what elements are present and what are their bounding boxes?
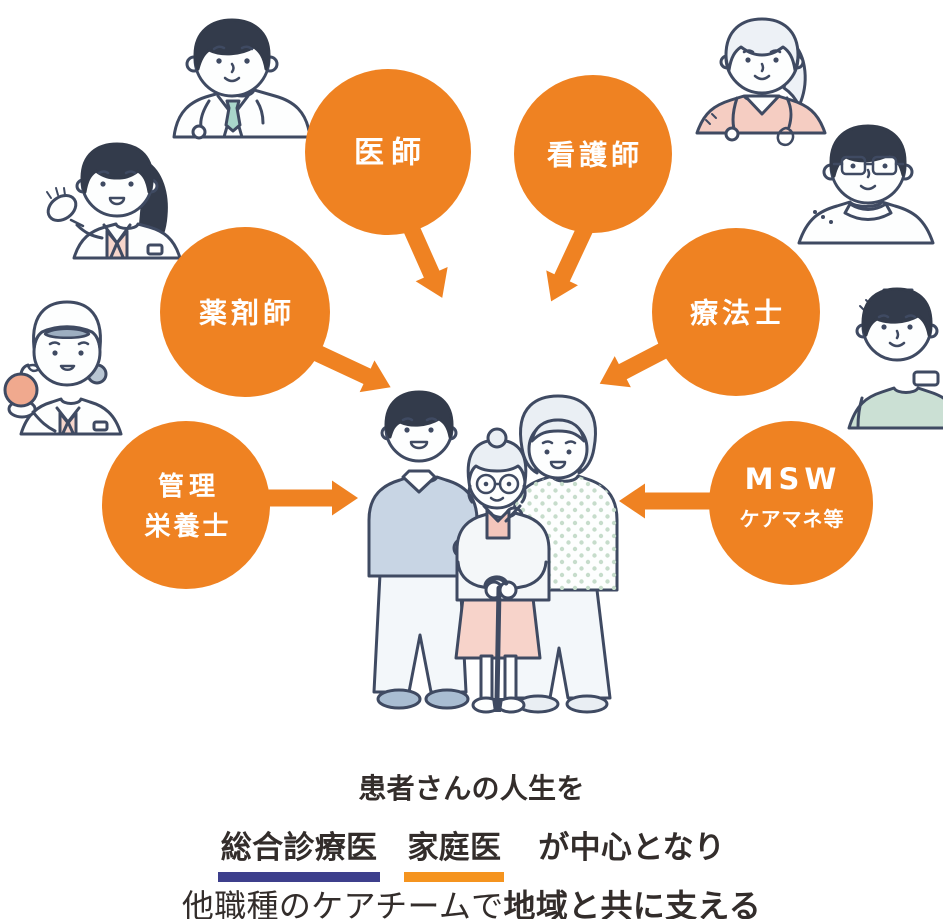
role-circle-therapist: 療法士 [599, 228, 820, 396]
patient-and-family-illustration [367, 390, 619, 714]
role-circles: 医師 看護師 薬剤師 療法士 管理 栄養士 MSW ケアマネ等 [102, 69, 873, 589]
term-family-doctor: 家庭医 [404, 822, 505, 882]
caption-line-3-part2: 地域と共に支える [503, 887, 762, 919]
male-doctor-illustration [172, 18, 312, 140]
role-label-dietitian-line2: 栄養士 [143, 512, 231, 542]
role-circle-pharmacist: 薬剤師 [160, 227, 391, 397]
role-circle-dietitian: 管理 栄養士 [102, 421, 358, 589]
role-circle-msw: MSW ケアマネ等 [619, 421, 873, 585]
female-doctor-waving-illustration [46, 142, 182, 260]
role-label-dietitian-line1: 管理 [158, 472, 220, 502]
role-label-msw-line2: ケアマネ等 [740, 507, 845, 531]
dietitian-with-fruit-illustration [3, 300, 123, 436]
caption-line-2-rest: が中心となり [538, 830, 726, 866]
role-label-nurse: 看護師 [547, 139, 643, 172]
role-circle-nurse: 看護師 [514, 75, 672, 302]
caption-line-2: 総合診療医家庭医が中心となり [0, 822, 943, 882]
caption-line-3-part1: 他職種のケアチームで [181, 887, 504, 919]
arrow-msw [619, 483, 717, 519]
role-label-therapist: 療法士 [690, 297, 786, 330]
male-in-scrubs-illustration [847, 287, 943, 430]
role-label-doctor: 医師 [354, 136, 428, 171]
arrow-dietitian [258, 480, 358, 516]
female-nurse-illustration [695, 17, 827, 147]
arrow-therapist [599, 336, 680, 388]
role-circle-doctor: 医師 [305, 69, 471, 298]
term-general-practitioner: 総合診療医 [217, 822, 381, 882]
caption-line-1: 患者さんの人生を [0, 767, 943, 807]
male-with-glasses-illustration [797, 124, 935, 245]
role-label-msw-line1: MSW [745, 462, 842, 496]
arrow-nurse [546, 214, 598, 302]
caption-line-3: 他職種のケアチームで地域と共に支える [0, 881, 943, 919]
role-label-pharmacist: 薬剤師 [199, 297, 295, 330]
caption-line-1-text: 患者さんの人生を [358, 772, 585, 805]
